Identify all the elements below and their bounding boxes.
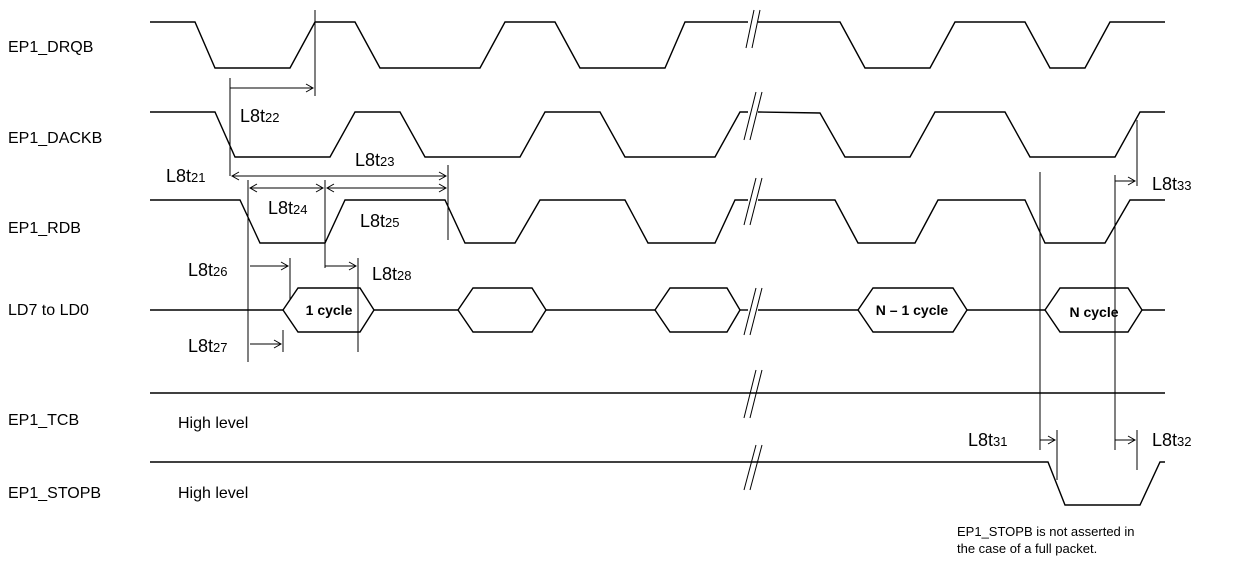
first-cycle-label: 1 cycle bbox=[306, 302, 353, 318]
timing-arrows bbox=[230, 83, 1137, 445]
signal-label-ep1-stopb: EP1_STOPB bbox=[8, 485, 101, 502]
timing-label-t28: L8t28 bbox=[372, 264, 412, 284]
ep1-dackb-waveform-a bbox=[150, 111, 748, 158]
tcb-level-label: High level bbox=[178, 415, 248, 432]
timing-label-t26: L8t26 bbox=[188, 260, 228, 280]
stopb-note-line1: EP1_STOPB is not asserted in bbox=[957, 524, 1135, 539]
signal-label-ep1-drqb: EP1_DRQB bbox=[8, 39, 93, 56]
ep1-rdb-waveform-b bbox=[758, 199, 1165, 244]
ep1-drqb-waveform-a bbox=[150, 21, 748, 69]
signal-label-ep1-tcb: EP1_TCB bbox=[8, 412, 79, 429]
timing-label-t32: L8t32 bbox=[1152, 430, 1192, 450]
timing-label-t25: L8t25 bbox=[360, 211, 400, 231]
signal-label-ep1-dackb: EP1_DACKB bbox=[8, 130, 102, 147]
ep1-drqb-waveform-b bbox=[758, 21, 1165, 69]
n-cycle-label: N cycle bbox=[1069, 304, 1118, 320]
n-minus-1-cycle-label: N – 1 cycle bbox=[876, 302, 949, 318]
reference-lines bbox=[229, 10, 1138, 480]
ld-bus-waveform bbox=[150, 287, 1165, 333]
timing-label-t27: L8t27 bbox=[188, 336, 228, 356]
timing-label-t33: L8t33 bbox=[1152, 174, 1192, 194]
signal-label-ep1-rdb: EP1_RDB bbox=[8, 220, 81, 237]
timing-label-t24: L8t24 bbox=[268, 198, 308, 218]
timing-label-t22: L8t22 bbox=[240, 106, 280, 126]
stopb-level-label: High level bbox=[178, 485, 248, 502]
ep1-dackb-waveform-b bbox=[757, 111, 1165, 158]
ep1-rdb-waveform-a bbox=[150, 199, 748, 244]
timing-label-t23: L8t23 bbox=[355, 150, 395, 170]
stopb-note-line2: the case of a full packet. bbox=[957, 541, 1097, 556]
break-marks bbox=[743, 9, 763, 491]
timing-label-t21: L8t21 bbox=[166, 166, 206, 186]
signal-label-ld7-ld0: LD7 to LD0 bbox=[8, 302, 89, 319]
timing-label-t31: L8t31 bbox=[968, 430, 1008, 450]
ep1-stopb-waveform bbox=[150, 461, 1165, 506]
